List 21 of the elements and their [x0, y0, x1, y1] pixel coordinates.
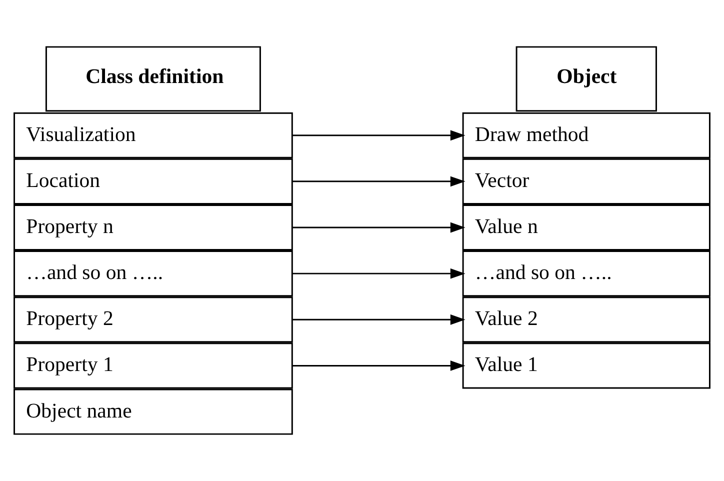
- node-box: …and so on …..: [462, 250, 710, 297]
- node-box: Value 1: [462, 342, 710, 389]
- node-box: Object name: [14, 388, 293, 435]
- node-box: Object: [516, 46, 657, 112]
- arrow: [292, 268, 466, 279]
- node-box: Class definition: [45, 46, 261, 112]
- node-box: Property 1: [14, 342, 293, 389]
- arrow: [292, 222, 466, 233]
- node-box: Value 2: [462, 296, 710, 343]
- node-box: …and so on …..: [14, 250, 293, 297]
- arrow: [292, 360, 466, 371]
- node-box: Vector: [462, 158, 710, 204]
- node-box: Draw method: [462, 112, 710, 158]
- node-box: Property n: [14, 204, 293, 251]
- node-box: Visualization: [14, 112, 293, 158]
- node-box: Location: [14, 158, 293, 204]
- node-box: Value n: [462, 204, 710, 251]
- arrow: [292, 130, 466, 141]
- arrow: [292, 176, 466, 187]
- node-box: Property 2: [14, 296, 293, 343]
- arrow: [292, 314, 466, 325]
